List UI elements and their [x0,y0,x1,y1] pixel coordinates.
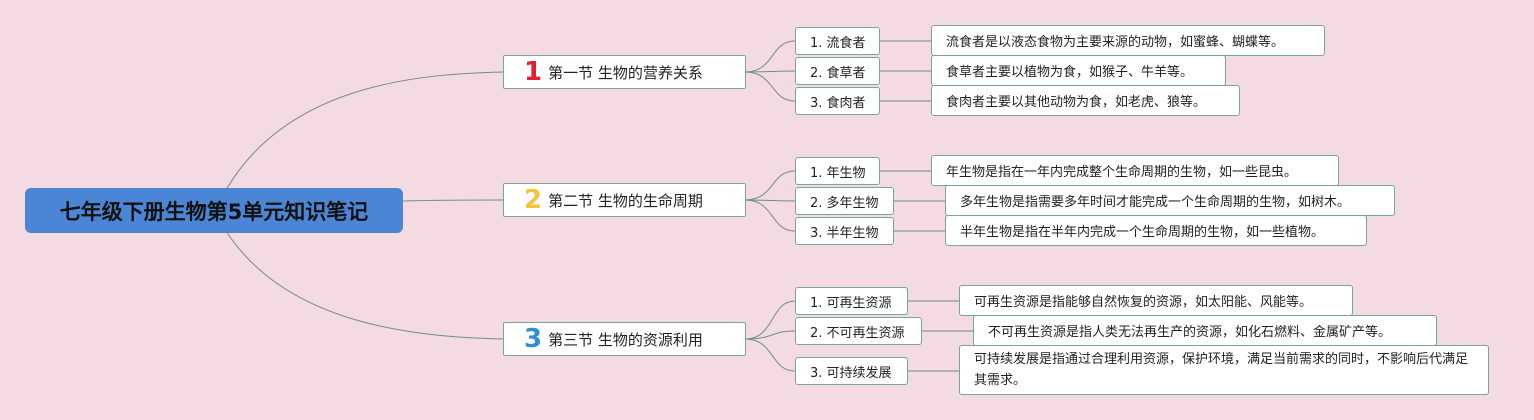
description-text: 多年生物是指需要多年时间才能完成一个生命周期的生物，如树木。 [960,195,1351,210]
connector-s3-i1 [744,300,796,340]
item-label: 3. 食肉者 [810,95,866,111]
item-label: 2. 食草者 [810,65,866,81]
section-2-title: 第二节 生物的生命周期 [548,191,703,210]
connector-s2-i3 [744,199,796,232]
section-3-item-1[interactable]: 1. 可再生资源 [795,287,908,315]
section-2-number: 2 [524,185,543,215]
item-label: 3. 半年生物 [810,225,879,241]
section-2-item-1-description[interactable]: 年生物是指在一年内完成整个生命周期的生物，如一些昆虫。 [931,155,1339,186]
section-2-item-3[interactable]: 3. 半年生物 [795,217,894,245]
connector-s1-i1 [744,40,796,73]
description-text: 可再生资源是指能够自然恢复的资源，如太阳能、风能等。 [974,295,1313,310]
section-2-item-3-description[interactable]: 半年生物是指在半年内完成一个生命周期的生物，如一些植物。 [945,215,1367,246]
description-text: 年生物是指在一年内完成整个生命周期的生物，如一些昆虫。 [946,165,1298,180]
item-label: 1. 流食者 [810,35,866,51]
item-label: 2. 多年生物 [810,195,879,211]
connector-s1-i3 [744,71,796,102]
section-1-item-2-description[interactable]: 食草者主要以植物为食，如猴子、牛羊等。 [931,55,1226,86]
section-2-item-1[interactable]: 1. 年生物 [795,157,880,185]
connector-s3-i3 [744,338,796,372]
section-2-item-2[interactable]: 2. 多年生物 [795,187,894,215]
connector-root-s1 [225,71,504,191]
item-label: 3. 可持续发展 [810,365,892,381]
section-2-topic[interactable]: 2 第二节 生物的生命周期 [503,183,746,217]
section-3-number: 3 [524,324,543,354]
section-3-topic[interactable]: 3 第三节 生物的资源利用 [503,322,746,356]
section-1-title: 第一节 生物的营养关系 [548,63,703,82]
root-title: 七年级下册生物第5单元知识笔记 [59,199,369,224]
section-1-item-2[interactable]: 2. 食草者 [795,57,880,85]
section-3-item-2-description[interactable]: 不可再生资源是指人类无法再生产的资源，如化石燃料、金属矿产等。 [973,315,1437,346]
description-text: 可持续发展是指通过合理利用资源，保护环境，满足当前需求的同时，不影响后代满足其需… [974,352,1469,388]
description-text: 食肉者主要以其他动物为食，如老虎、狼等。 [946,95,1207,110]
section-3-item-3-description[interactable]: 可持续发展是指通过合理利用资源，保护环境，满足当前需求的同时，不影响后代满足其需… [959,345,1489,395]
section-1-item-3[interactable]: 3. 食肉者 [795,87,880,115]
section-1-item-1-description[interactable]: 流食者是以液态食物为主要来源的动物，如蜜蜂、蝴蝶等。 [931,25,1325,56]
description-text: 食草者主要以植物为食，如猴子、牛羊等。 [946,65,1194,80]
root-topic[interactable]: 七年级下册生物第5单元知识笔记 [25,188,403,233]
item-label: 1. 可再生资源 [810,295,892,311]
section-1-number: 1 [524,57,543,87]
connector-root-s3 [225,230,504,340]
section-1-item-3-description[interactable]: 食肉者主要以其他动物为食，如老虎、狼等。 [931,85,1240,116]
connector-s3-i2 [744,330,796,340]
item-label: 2. 不可再生资源 [810,325,905,341]
description-text: 半年生物是指在半年内完成一个生命周期的生物，如一些植物。 [960,225,1325,240]
section-3-item-1-description[interactable]: 可再生资源是指能够自然恢复的资源，如太阳能、风能等。 [959,285,1353,316]
item-label: 1. 年生物 [810,165,866,181]
description-text: 流食者是以液态食物为主要来源的动物，如蜜蜂、蝴蝶等。 [946,35,1285,50]
section-2-item-2-description[interactable]: 多年生物是指需要多年时间才能完成一个生命周期的生物，如树木。 [945,185,1395,216]
section-3-item-3[interactable]: 3. 可持续发展 [795,357,908,385]
connector-root-s2 [402,199,504,202]
section-3-item-2[interactable]: 2. 不可再生资源 [795,317,922,345]
description-text: 不可再生资源是指人类无法再生产的资源，如化石燃料、金属矿产等。 [988,325,1392,340]
section-1-item-1[interactable]: 1. 流食者 [795,27,880,55]
connector-s2-i1 [744,170,796,201]
section-1-topic[interactable]: 1 第一节 生物的营养关系 [503,55,746,89]
section-3-title: 第三节 生物的资源利用 [548,330,703,349]
